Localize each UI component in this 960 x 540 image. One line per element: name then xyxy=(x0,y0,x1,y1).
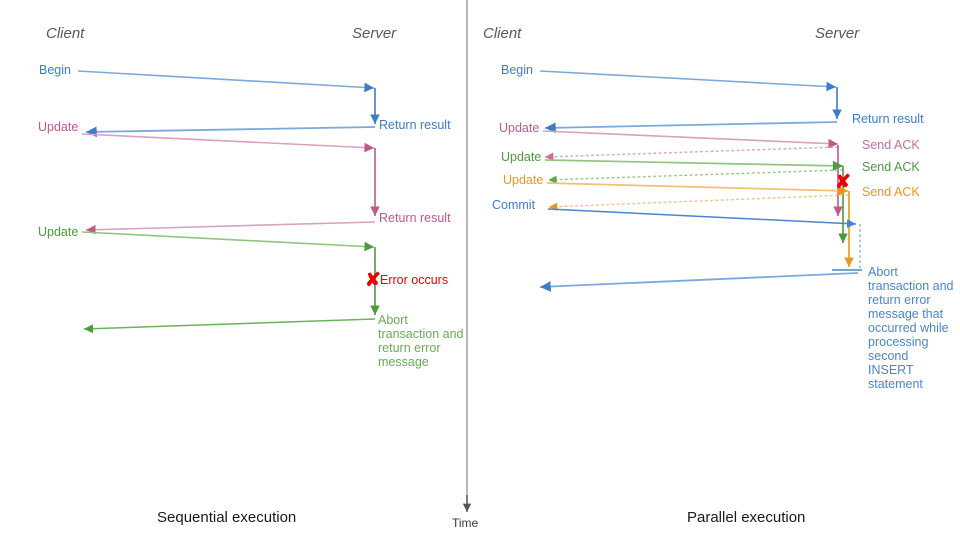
left-error-icon: ✘ xyxy=(365,270,381,291)
left-arrow-begin xyxy=(77,70,375,93)
left-lane-header-client: Client xyxy=(46,25,85,42)
left-arrow-return-result-2 xyxy=(85,221,376,235)
right-label-update-1: Update xyxy=(499,121,540,135)
right-label-commit: Commit xyxy=(492,198,536,212)
left-arrow-update-1 xyxy=(81,133,375,153)
left-arrow-abort xyxy=(83,318,376,334)
right-arrow-update-1 xyxy=(542,130,839,149)
right-label-abort: Abort transaction and return error messa… xyxy=(868,265,954,391)
right-arrow-commit xyxy=(547,208,857,229)
right-arrow-update-2 xyxy=(544,159,844,171)
left-label-error: Error occurs xyxy=(380,273,449,287)
right-label-begin: Begin xyxy=(501,63,533,77)
right-arrow-update-3 xyxy=(546,182,849,196)
right-arrow-send-ack-1 xyxy=(544,146,839,161)
right-label-send-ack-2: Send ACK xyxy=(862,160,920,174)
left-label-return-result-2: Return result xyxy=(379,211,451,225)
left-arrow-update-2 xyxy=(81,231,375,252)
left-label-update-2: Update xyxy=(38,225,79,239)
right-lane-header-client: Client xyxy=(483,25,522,42)
left-label-update-1: Update xyxy=(38,120,79,134)
right-label-update-3: Update xyxy=(503,173,544,187)
right-panel-caption: Parallel execution xyxy=(687,509,806,526)
right-error-icon: ✘ xyxy=(835,172,851,193)
left-label-begin: Begin xyxy=(39,63,71,77)
right-arrow-send-ack-2 xyxy=(546,169,844,184)
right-label-update-2: Update xyxy=(501,150,542,164)
left-lane-header-server: Server xyxy=(352,25,397,42)
time-axis-label: Time xyxy=(452,516,479,530)
right-arrow-return-result xyxy=(544,121,838,134)
right-label-send-ack-3: Send ACK xyxy=(862,185,920,199)
right-arrow-send-ack-3 xyxy=(548,194,849,211)
right-lane-header-server: Server xyxy=(815,25,860,42)
left-label-abort: Abort transaction and return error messa… xyxy=(378,313,464,369)
left-label-return-result-1: Return result xyxy=(379,118,451,132)
right-arrow-abort xyxy=(539,272,859,292)
left-arrow-return-result-1 xyxy=(85,126,376,138)
right-arrow-begin xyxy=(539,70,837,92)
left-panel-caption: Sequential execution xyxy=(157,509,297,526)
right-label-return-result: Return result xyxy=(852,112,924,126)
right-label-send-ack-1: Send ACK xyxy=(862,138,920,152)
